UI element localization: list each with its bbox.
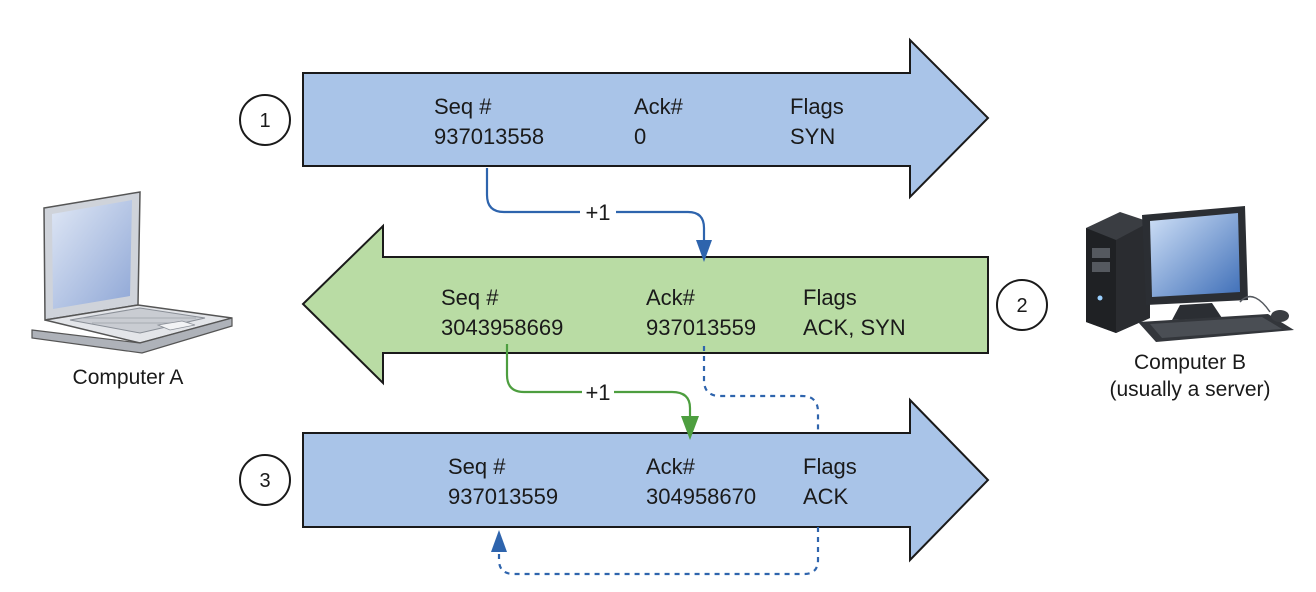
step-1-badge: 1: [239, 94, 291, 146]
step-2-arrow: Seq # 3043958669 Ack# 937013559 Flags AC…: [301, 223, 989, 386]
step-2-ack-label: Ack#: [646, 285, 696, 310]
computer-b-label-line2: (usually a server): [1109, 378, 1270, 401]
step-1-seq-label: Seq #: [434, 94, 492, 119]
step-2-flags-value: ACK, SYN: [803, 315, 906, 340]
step-3-badge: 3: [239, 454, 291, 506]
step-1-arrow: Seq # 937013558 Ack# 0 Flags SYN: [302, 37, 990, 200]
step-2-badge: 2: [996, 279, 1048, 331]
increment-1-label: +1: [585, 200, 610, 225]
increment-2-arrowhead: [681, 416, 699, 440]
step-3-ack-label: Ack#: [646, 454, 696, 479]
ack-to-seq-dashed-connector: [491, 346, 820, 576]
step-1-ack-value: 0: [634, 124, 646, 149]
step-3-arrow-shape: [302, 397, 990, 563]
step-3-number: 3: [259, 470, 270, 492]
server-computer-icon: [1086, 206, 1294, 342]
step-3-flags-label: Flags: [803, 454, 857, 479]
increment-1-arrowhead: [696, 240, 712, 262]
step-3-ack-value: 304958670: [646, 484, 756, 509]
step-2-ack-value: 937013559: [646, 315, 756, 340]
computer-b-label-line1: Computer B: [1134, 351, 1246, 374]
step-2-seq-label: Seq #: [441, 285, 499, 310]
laptop-icon: [31, 191, 233, 354]
step-2-number: 2: [1016, 295, 1027, 317]
increment-2-label: +1: [585, 380, 610, 405]
step-1-number: 1: [259, 110, 270, 132]
step-1-arrow-shape: [302, 37, 990, 200]
step-3-seq-value: 937013559: [448, 484, 558, 509]
step-2-arrow-shape: [301, 223, 989, 386]
computer-a-label: Computer A: [73, 366, 184, 389]
step-2-flags-label: Flags: [803, 285, 857, 310]
step-1-ack-label: Ack#: [634, 94, 684, 119]
step-2-seq-value: 3043958669: [441, 315, 563, 340]
step-1-flags-label: Flags: [790, 94, 844, 119]
dashed-arrowhead: [491, 530, 507, 552]
step-3-arrow: Seq # 937013559 Ack# 304958670 Flags ACK: [302, 397, 990, 563]
step-1-flags-value: SYN: [790, 124, 835, 149]
step-3-flags-value: ACK: [803, 484, 849, 509]
step-3-seq-label: Seq #: [448, 454, 506, 479]
increment-connector-2: +1: [505, 344, 699, 440]
increment-connector-1: +1: [485, 168, 712, 262]
step-1-seq-value: 937013558: [434, 124, 544, 149]
